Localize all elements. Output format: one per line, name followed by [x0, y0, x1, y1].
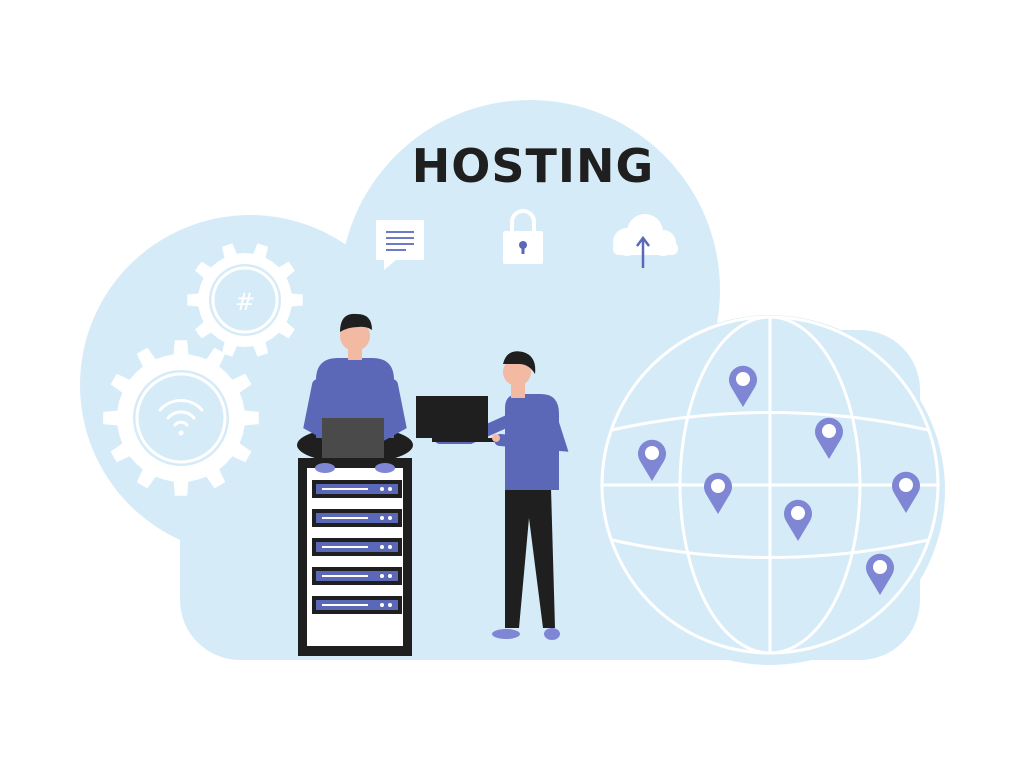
gear-wifi-icon — [103, 340, 259, 496]
location-pin-icon — [703, 472, 732, 514]
globe-icon — [600, 315, 940, 655]
location-pin-icon — [866, 553, 895, 595]
location-pin-icon — [784, 499, 812, 541]
chat-icon — [376, 220, 424, 270]
person-standing — [416, 351, 569, 640]
server-unit — [312, 538, 402, 556]
location-pin-icon — [638, 439, 666, 481]
server-unit — [312, 509, 402, 527]
server-unit — [312, 567, 402, 585]
gear-hash-icon — [187, 243, 303, 357]
gear-hash-symbol: # — [235, 288, 255, 316]
server-unit — [312, 480, 402, 498]
server-rack — [298, 458, 412, 656]
location-pin-icon — [892, 471, 921, 513]
cloud-upload-icon — [613, 214, 678, 268]
location-pins — [638, 365, 921, 595]
person-sitting — [297, 313, 413, 473]
page-title: HOSTING — [412, 139, 654, 193]
location-pin-icon — [814, 417, 843, 459]
location-pin-icon — [729, 365, 757, 407]
server-unit — [312, 596, 402, 614]
wifi-icon — [158, 399, 204, 436]
lock-icon — [503, 209, 543, 264]
